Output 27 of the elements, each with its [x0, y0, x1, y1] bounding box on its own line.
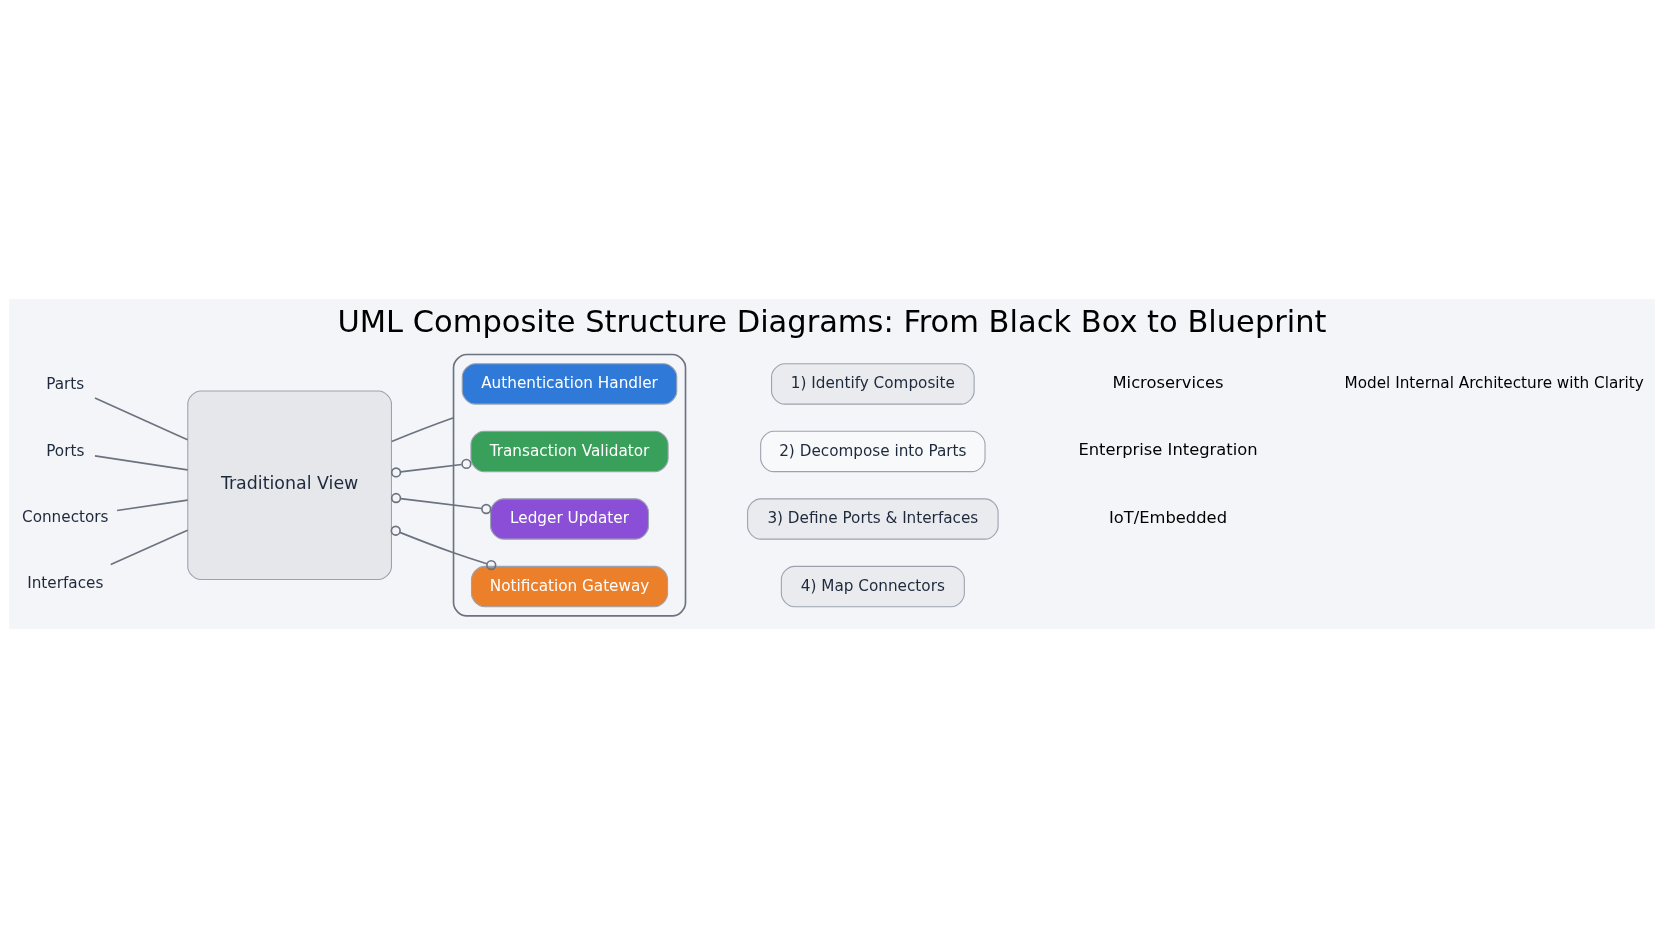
connector [94, 397, 189, 441]
connector [116, 499, 189, 512]
node-box: 2) Decompose into Parts [760, 430, 986, 473]
cluster [452, 353, 687, 617]
connector [390, 416, 455, 443]
connector [390, 458, 472, 478]
connector [390, 525, 497, 571]
connector [109, 529, 189, 566]
node-box: 1) Identify Composite [771, 363, 975, 405]
caption: Model Internal Architecture with Clarity [1344, 373, 1644, 392]
connector [390, 492, 492, 515]
node-box: Authentication Handler [461, 363, 678, 405]
node-box: Ledger Updater [490, 498, 650, 540]
node-text: Interfaces [27, 574, 104, 593]
node-box: Transaction Validator [470, 430, 669, 473]
label: IoT/Embedded [1108, 507, 1228, 527]
node-box: Traditional View [187, 390, 392, 580]
connector [94, 455, 189, 471]
node-box: Notification Gateway [470, 565, 669, 608]
node-text: Connectors [22, 507, 109, 526]
label: Microservices [1112, 372, 1224, 392]
diagram-title: UML Composite Structure Diagrams: From Black Box to Blueprint [337, 304, 1327, 340]
label: Enterprise Integration [1078, 440, 1258, 460]
node-box: 3) Define Ports & Interfaces [747, 498, 999, 540]
node-box: 4) Map Connectors [780, 565, 965, 608]
node-text: Parts [46, 375, 85, 394]
node-text: Ports [46, 441, 85, 460]
